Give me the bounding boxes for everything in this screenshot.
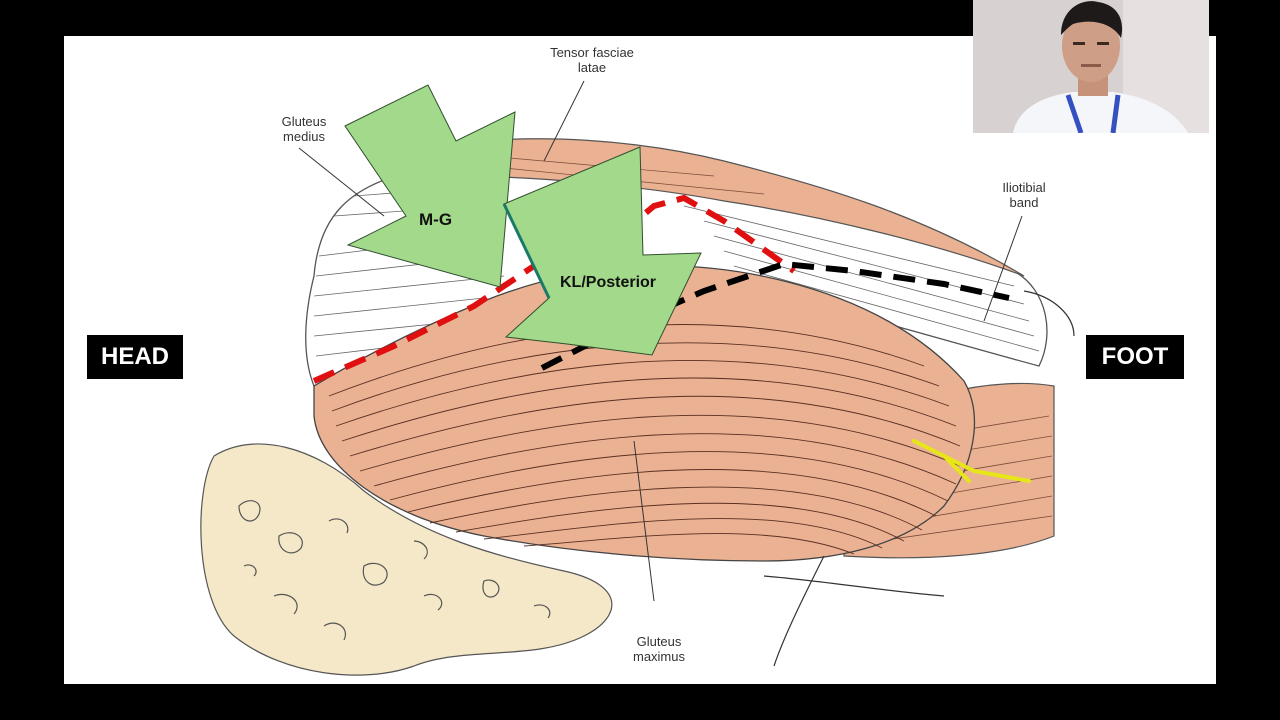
label-line: Gluteus	[281, 114, 327, 129]
kl-arrow	[503, 146, 702, 356]
pelvis-bone	[200, 443, 613, 676]
black-dashed-line	[540, 260, 1010, 371]
label-line: latae	[577, 60, 607, 75]
label-line: Iliotibial	[1002, 180, 1046, 195]
leader-lines	[298, 80, 1023, 602]
label-line: Gluteus	[636, 634, 682, 649]
mg-arrow	[344, 84, 516, 288]
gluteus-maximus-fibers	[328, 324, 961, 555]
slide: Tensor fasciae latae Gluteus medius Ilio…	[64, 36, 1216, 684]
label-line: maximus	[632, 649, 685, 664]
label-line: Tensor fasciae	[550, 45, 634, 60]
label-gluteus-maximus: Gluteus maximus	[614, 634, 704, 664]
mg-arrow-label: M-G	[419, 210, 453, 229]
kl-arrow-label: KL/Posterior	[560, 274, 657, 291]
label-gluteus-medius: Gluteus medius	[259, 114, 349, 144]
label-line: medius	[283, 129, 325, 144]
head-label: HEAD	[87, 335, 183, 379]
foot-label: FOOT	[1086, 335, 1184, 379]
webcam-video	[973, 0, 1209, 133]
bone-texture	[238, 500, 551, 641]
gluteus-maximus	[313, 265, 976, 562]
anatomy-illustration	[200, 80, 1075, 676]
label-iliotibial-band: Iliotibial band	[979, 180, 1069, 210]
presenter-image	[973, 0, 1209, 133]
label-line: band	[1009, 195, 1039, 210]
label-tensor-fasciae-latae: Tensor fasciae latae	[532, 45, 652, 75]
nerve	[912, 439, 1031, 483]
